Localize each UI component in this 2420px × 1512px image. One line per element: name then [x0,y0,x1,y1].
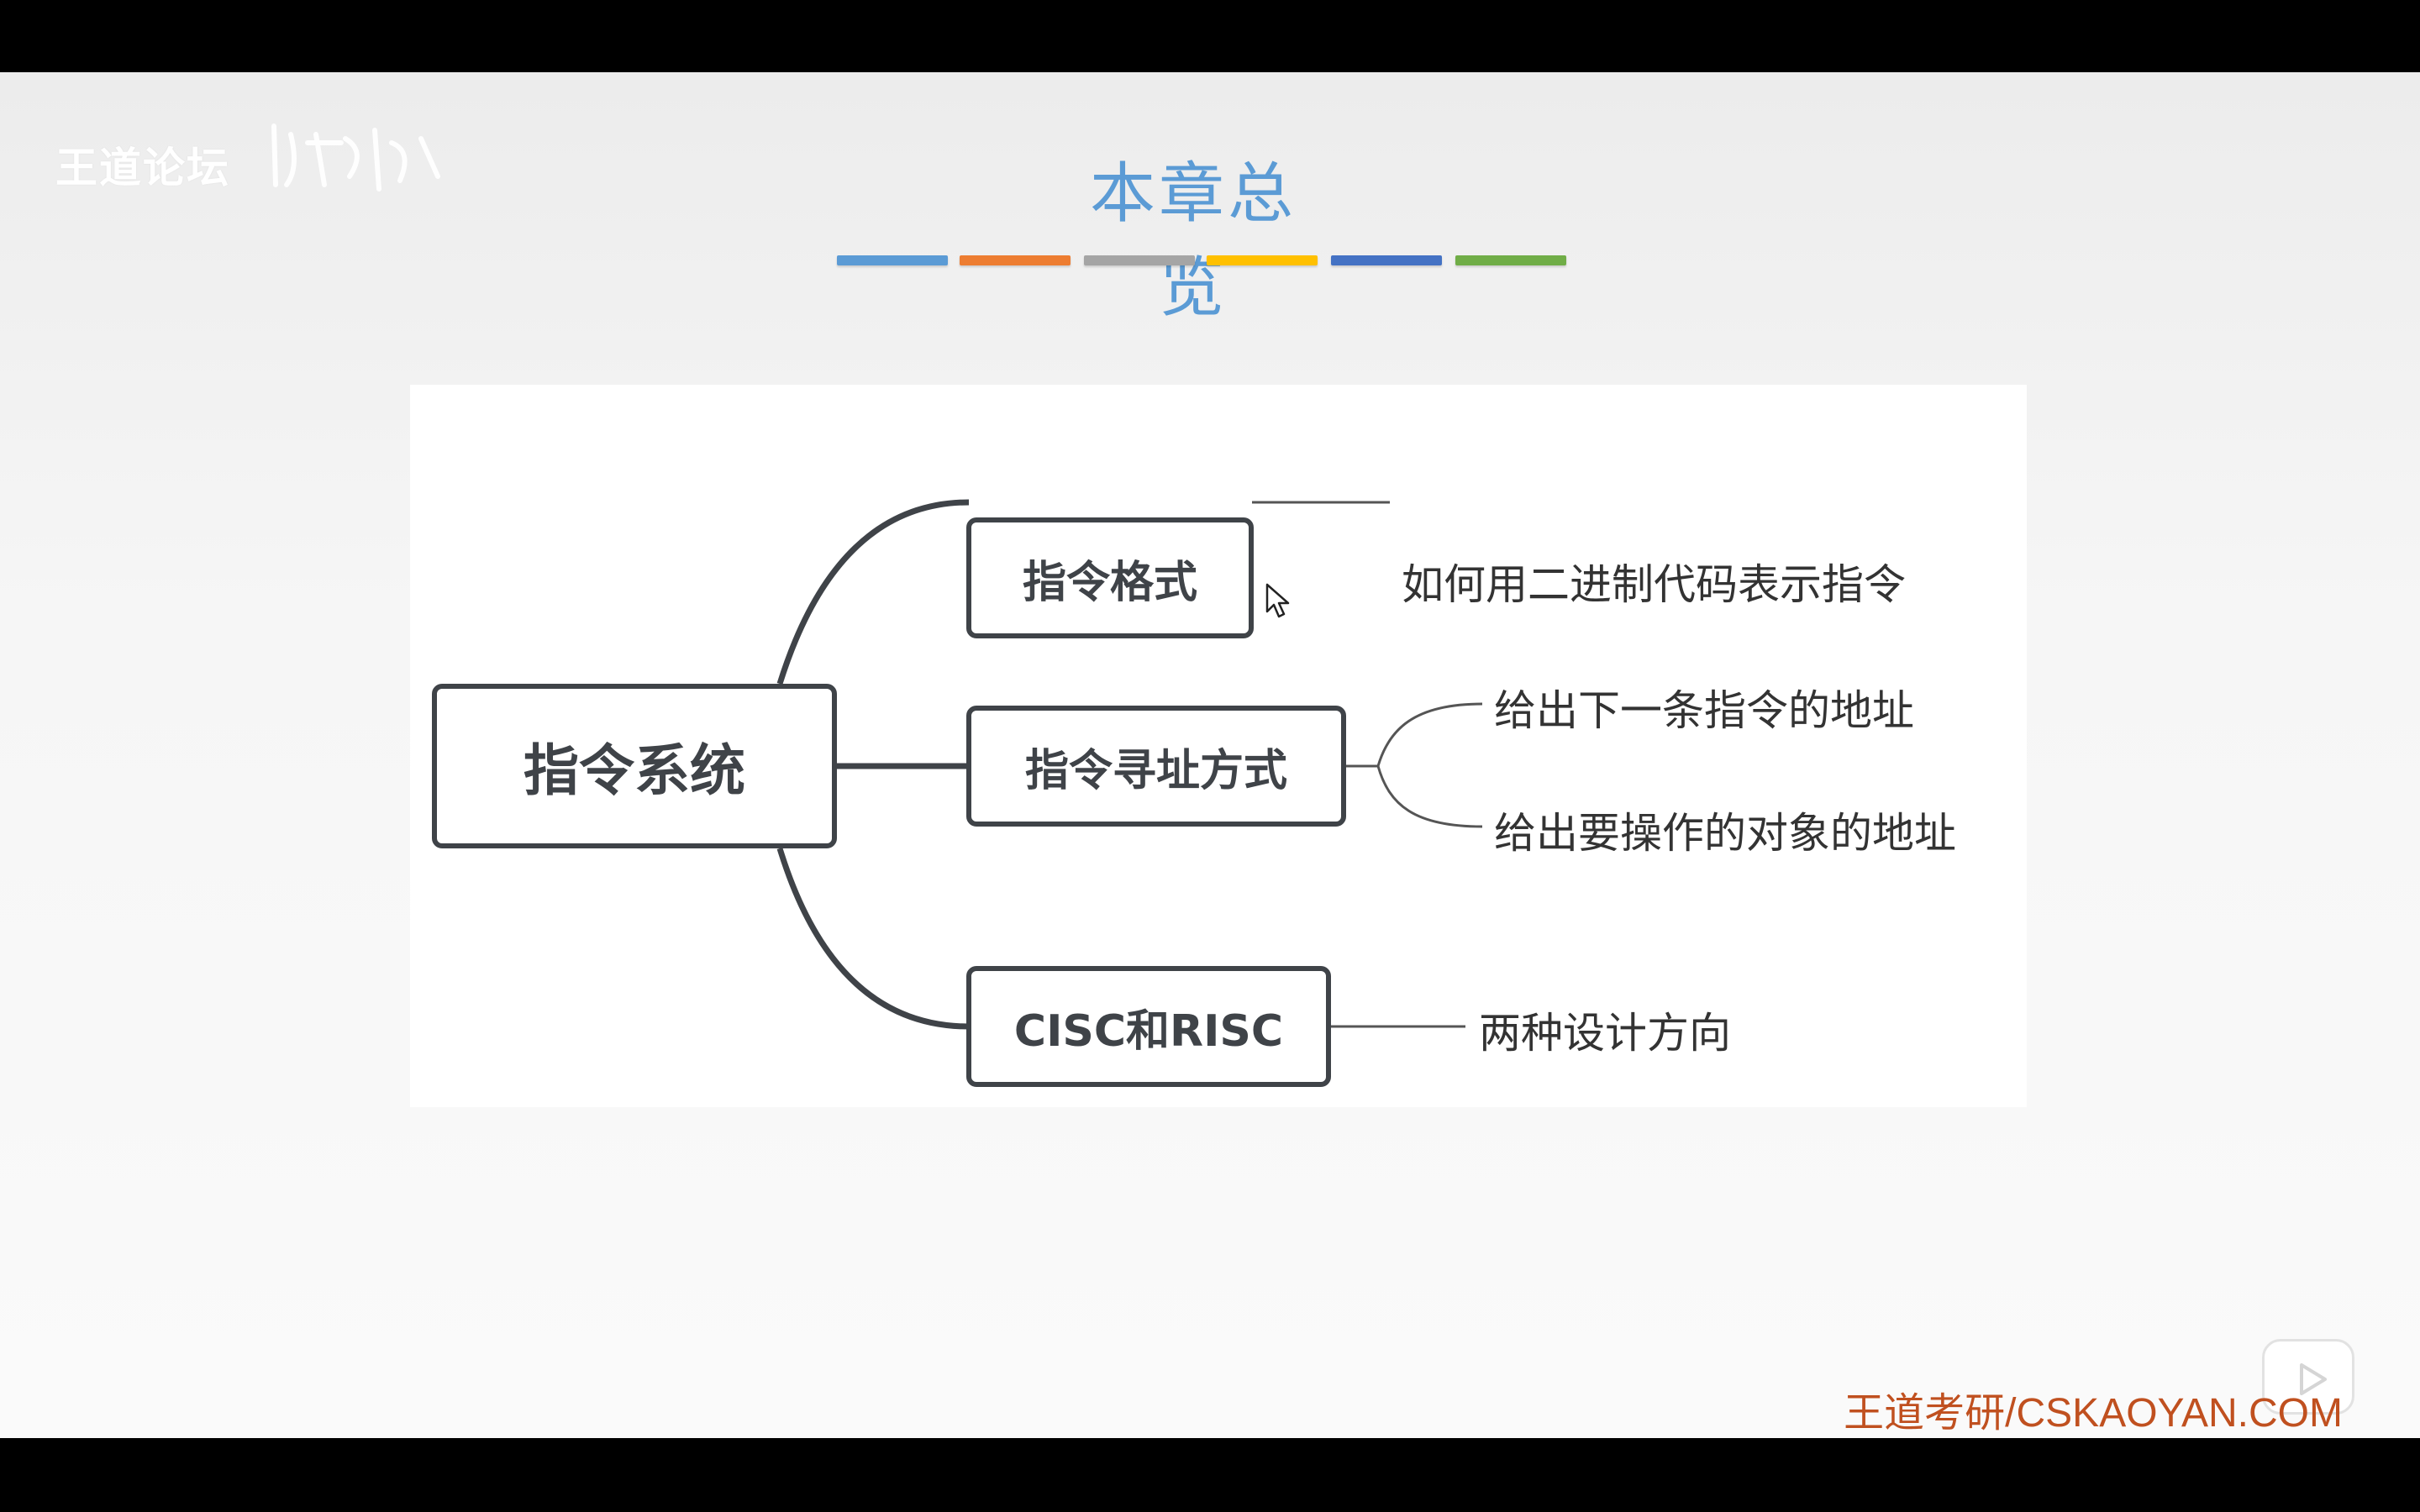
title-underline-segment-1 [837,255,948,265]
leaf-operand-address: 给出要操作的对象的地址 [1494,809,1956,858]
connector-root-to-format [776,499,970,685]
footer-brand: 王道考研/CSKAOYAN.COM [1844,1391,2343,1436]
mouse-pointer-icon [1265,583,1290,618]
play-icon [2300,1363,2327,1395]
connector-root-to-cisc [776,847,970,1030]
mindmap-connectors [776,499,1483,1030]
presentation-slide: 王道论坛 本章总览 指令系统 指令格式 指令寻址方式 CISC和RISC 如何用… [0,72,2420,1438]
branch-node-addressing: 指令寻址方式 [966,706,1346,827]
page-title: 本章总览 [1089,156,1297,326]
title-underline-segment-2 [960,255,1071,265]
top-letterbox-bar [0,0,2420,72]
branch-node-cisc-risc: CISC和RISC [966,966,1331,1087]
title-underline-segment-5 [1331,255,1442,265]
connector-addressing-to-leaf-1 [1376,702,1483,767]
root-node: 指令系统 [432,684,837,848]
title-underline-segment-4 [1207,255,1318,265]
watermark-signature-icon [271,123,440,192]
branch-node-format: 指令格式 [966,517,1254,638]
title-underline-segment-3 [1084,255,1195,265]
leaf-design-directions: 两种设计方向 [1479,1009,1731,1058]
play-button[interactable] [2262,1339,2354,1415]
title-underline-segment-6 [1455,255,1566,265]
leaf-format-description: 如何用二进制代码表示指令 [1402,560,1906,609]
mindmap-diagram: 指令系统 指令格式 指令寻址方式 CISC和RISC 如何用二进制代码表示指令 … [410,385,2027,1107]
leaf-next-instruction-address: 给出下一条指令的地址 [1494,686,1914,735]
watermark-text: 王道论坛 [55,144,230,192]
bottom-letterbox-bar [0,1438,2420,1512]
connector-addressing-to-leaf-2 [1376,765,1483,828]
